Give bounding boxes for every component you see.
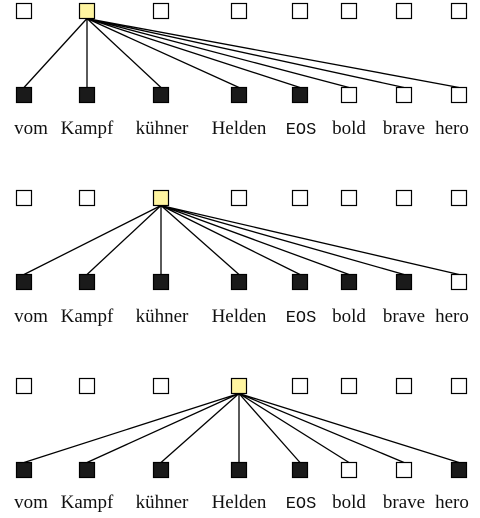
token-label: vom [14,118,48,139]
connection-line [160,204,350,276]
top-box [230,189,248,207]
unattended-box [340,86,358,104]
token-label: EOS [286,121,317,140]
attended-box [152,461,170,479]
top-box [340,2,358,20]
connection-line [238,392,405,464]
token-label: brave [383,306,425,327]
top-box [152,2,170,20]
panel-3: vom Kampf kühner Helden EOS bold brave hero [14,377,469,514]
attended-box [291,461,309,479]
token-label: vom [14,306,48,327]
token-label: bold [332,118,366,139]
connection-line [86,392,240,464]
top-box [450,2,468,20]
top-box [15,2,33,20]
connection-line [23,392,240,464]
attended-box [291,273,309,291]
attended-box [78,86,96,104]
token-label: EOS [286,309,317,328]
unattended-box [450,273,468,291]
top-box [152,377,170,395]
token-label: bold [332,306,366,327]
attended-box [230,273,248,291]
attended-box [15,461,33,479]
connection-line [86,17,301,89]
token-label: bold [332,492,366,513]
connection-line [238,392,350,464]
top-box [291,377,309,395]
top-box [395,189,413,207]
token-label: Helden [212,306,267,327]
query-box [152,189,170,207]
connection-line [160,204,460,276]
top-box [340,189,358,207]
attended-box [291,86,309,104]
connection-line [86,18,162,88]
unattended-box [395,461,413,479]
top-box [395,377,413,395]
attended-box [395,273,413,291]
top-box [450,189,468,207]
connection-line [86,17,240,89]
token-label: kühner [136,306,189,327]
token-label: Kampf [61,118,114,139]
attended-box [15,86,33,104]
connection-line [86,17,460,89]
token-label: hero [435,492,469,513]
token-label: kühner [136,492,189,513]
attended-box [78,461,96,479]
attended-box [15,273,33,291]
token-label: hero [435,118,469,139]
attended-box [340,273,358,291]
panel-2: vom Kampf kühner Helden EOS bold brave hero [14,189,469,328]
token-label: brave [383,492,425,513]
token-label: Helden [212,492,267,513]
query-box [78,2,96,20]
token-label: vom [14,492,48,513]
query-box [230,377,248,395]
connection-line [160,393,240,463]
token-label: Kampf [61,306,114,327]
connection-line [23,18,88,88]
attended-box [78,273,96,291]
top-box [291,189,309,207]
unattended-box [395,86,413,104]
attended-box [230,461,248,479]
unattended-box [450,86,468,104]
top-box [78,377,96,395]
top-box [450,377,468,395]
top-box [15,377,33,395]
token-label: EOS [286,495,317,514]
connection-line [86,17,350,89]
connection-line [160,204,301,276]
top-box [395,2,413,20]
attended-box [152,273,170,291]
token-label: Helden [212,118,267,139]
attended-box [230,86,248,104]
connection-line [160,204,405,276]
top-box [15,189,33,207]
token-label: Kampf [61,492,114,513]
top-box [291,2,309,20]
attended-box [450,461,468,479]
connection-line [238,392,460,464]
attended-box [152,86,170,104]
unattended-box [340,461,358,479]
connection-line [86,205,162,275]
connection-line [86,17,405,89]
panel-1: vom Kampf kühner Helden EOS bold brave hero [14,2,469,140]
token-label: kühner [136,118,189,139]
top-box [340,377,358,395]
connection-line [23,204,162,276]
token-label: hero [435,306,469,327]
connection-line [160,205,240,275]
top-box [230,2,248,20]
token-label: brave [383,118,425,139]
top-box [78,189,96,207]
connection-line [238,393,301,463]
